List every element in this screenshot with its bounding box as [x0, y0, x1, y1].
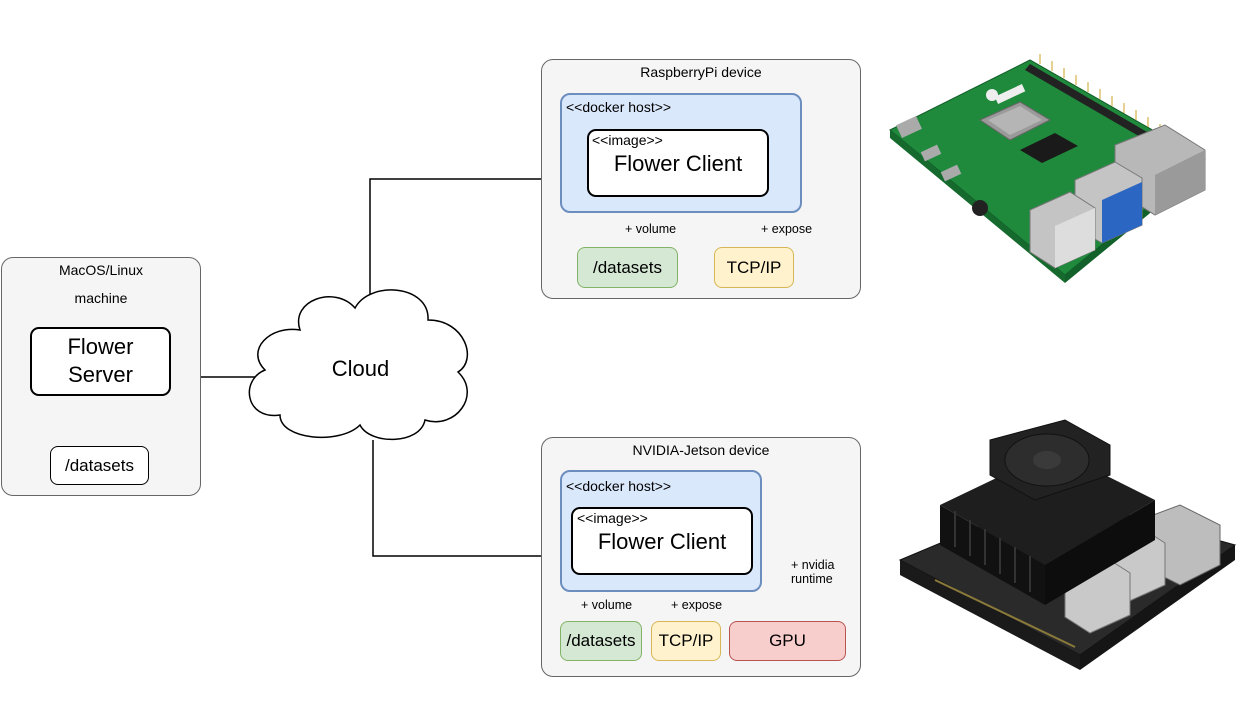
cloud-to-raspberry-line — [369, 178, 541, 309]
server-machine-title: MacOS/Linux — [58, 262, 144, 278]
raspberry-expose-label: + expose — [761, 222, 813, 236]
jetson-runtime-label-line1: + nvidia — [791, 558, 835, 572]
flower-server-label-line1: Flower — [67, 334, 134, 359]
jetson-datasets-node[interactable]: /datasets — [560, 621, 642, 661]
cloud-shape — [248, 289, 468, 441]
jetson-docker-label: <<docker host>> — [566, 478, 672, 494]
jetson-device-title: NVIDIA-Jetson device — [632, 442, 770, 458]
raspberry-flower-client-box[interactable] — [587, 129, 769, 197]
raspberry-device-title: RaspberryPi device — [640, 64, 762, 80]
jetson-volume-label: + volume — [581, 598, 633, 612]
jetson-tcpip-node[interactable]: TCP/IP — [651, 621, 721, 661]
jetson-photo — [898, 419, 1237, 670]
raspberry-tcpip-node[interactable]: TCP/IP — [714, 247, 794, 288]
flower-server-box[interactable] — [30, 327, 171, 396]
flower-server-label-line2: Server — [68, 362, 133, 387]
jetson-flower-client-box[interactable] — [571, 507, 753, 575]
raspberry-flower-client-label: Flower Client — [613, 151, 743, 176]
raspberry-volume-label: + volume — [625, 222, 677, 236]
cloud-label: Cloud — [331, 356, 390, 381]
raspberry-docker-label: <<docker host>> — [566, 99, 672, 115]
jetson-runtime-label-line2: runtime — [791, 572, 833, 586]
jetson-gpu-node[interactable]: GPU — [729, 621, 846, 661]
jetson-flower-client-label: Flower Client — [597, 529, 727, 554]
server-machine-subtitle: machine — [74, 290, 128, 306]
raspberry-pi-photo — [889, 54, 1206, 283]
raspberry-datasets-node[interactable]: /datasets — [577, 247, 678, 288]
server-datasets-node[interactable]: /datasets — [50, 446, 149, 485]
jetson-image-stereotype: <<image>> — [577, 510, 648, 526]
jetson-expose-label: + expose — [671, 598, 723, 612]
raspberry-image-stereotype: <<image>> — [592, 132, 663, 148]
cloud-to-jetson-line — [372, 440, 562, 557]
